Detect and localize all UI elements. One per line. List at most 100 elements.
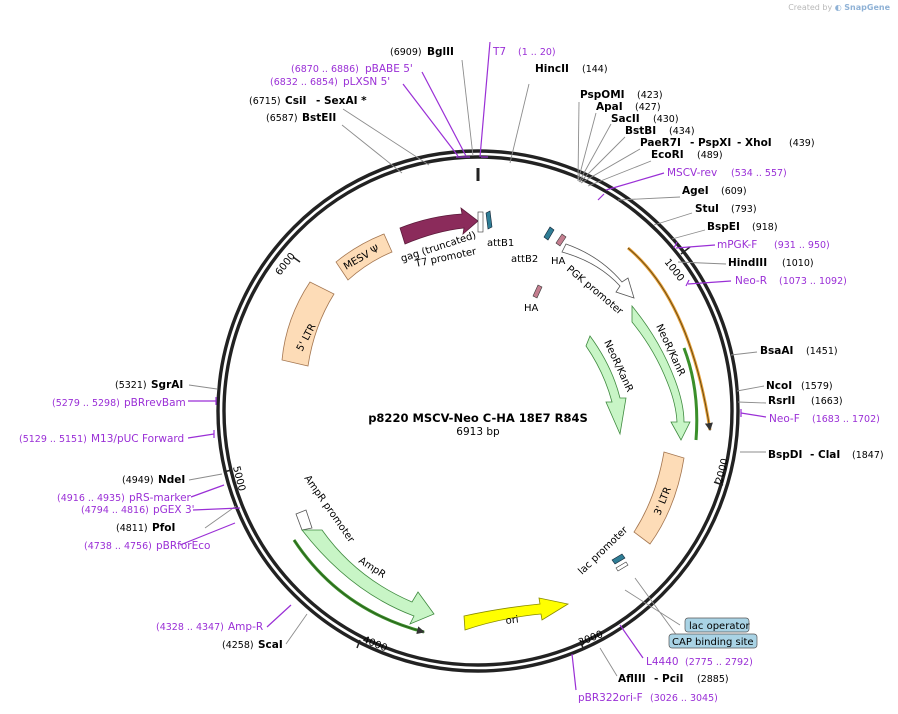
site-name-bglii: BglII	[427, 46, 454, 58]
primer-range-m13: (5129 .. 5151)	[19, 434, 87, 445]
lac-operator-mark	[615, 561, 629, 572]
site-name-bspei: BspEI	[707, 221, 740, 233]
feature-label-attb2: attB2	[511, 254, 538, 265]
ampr-arrow	[301, 529, 435, 625]
primer-range-pbrrevbam: (5279 .. 5298)	[52, 398, 120, 409]
site-pos-sgrai: (5321)	[115, 380, 147, 391]
primer-name-pbrforeco: pBRforEco	[156, 540, 210, 552]
neof-highlight	[682, 347, 699, 441]
attb1-mark	[485, 210, 493, 230]
feature-label-lac-operator: lac operator	[689, 621, 750, 632]
site-sep-afliii: -	[654, 673, 658, 685]
site-name-hindiii: HindIII	[728, 257, 767, 269]
site-name-stui: StuI	[695, 203, 719, 215]
site-sep-bspdi: -	[810, 449, 814, 461]
primer-name-m13: M13/pUC Forward	[91, 433, 184, 445]
site-name-xhoi: XhoI	[745, 137, 772, 149]
site-pos-hindiii: (1010)	[782, 258, 814, 269]
site-name-sacii: SacII	[611, 113, 640, 125]
snapgene-logo-icon: ◐	[834, 3, 842, 12]
primer-name-plxsn: pLXSN 5'	[343, 76, 390, 88]
attb2-mark	[543, 226, 555, 241]
primer-range-l4440: (2775 .. 2792)	[685, 657, 753, 668]
primer-range-mscv-rev: (534 .. 557)	[731, 168, 787, 179]
primer-name-amp-r: Amp-R	[228, 621, 263, 633]
neor-arrow-outer	[631, 304, 691, 441]
site-pos-bsaai: (1451)	[806, 346, 838, 357]
plasmid-size: 6913 bp	[456, 426, 500, 438]
primer-range-pgex: (4794 .. 4816)	[81, 505, 149, 516]
site-name-hincii: HincII	[535, 63, 569, 75]
site-pos-pfoi: (4811)	[116, 523, 148, 534]
ltr5-arrow	[281, 281, 335, 367]
site-name-bsteii: BstEII	[302, 112, 336, 124]
primer-name-pbr322ori: pBR322ori-F	[578, 692, 643, 704]
feature-label-attb1: attB1	[487, 238, 514, 249]
site-pos-ndei: (4949)	[122, 475, 154, 486]
site-name-paer7i: PaeR7I	[640, 137, 681, 149]
lac-operator-box	[684, 617, 750, 633]
site-pos-ecori: (489)	[697, 150, 723, 161]
site-name-sgrai: SgrAI	[151, 379, 183, 391]
primers: T7 (1 .. 20) (6870 .. 6886) pBABE 5' (68…	[19, 46, 880, 704]
site-pos-bsteii: (6587)	[266, 113, 298, 124]
site-pos-csii: (6715)	[249, 96, 281, 107]
site-pos-rsrii: (1663)	[811, 396, 843, 407]
site-name-bstbi: BstBI	[625, 125, 656, 137]
primer-name-t7: T7	[492, 46, 506, 58]
ori-arrow	[463, 597, 570, 631]
primer-name-pbrrevbam: pBRrevBam	[124, 397, 186, 409]
primer-range-neo-f: (1683 .. 1702)	[812, 414, 880, 425]
site-pos-bspei: (918)	[752, 222, 778, 233]
restriction-sites: (6909) BglII HincII (144) (6715) CsiI - …	[115, 46, 884, 685]
ha-mark-1	[555, 233, 567, 247]
pgk-promoter-arrow	[561, 243, 635, 299]
site-pos-scai: (4258)	[222, 640, 254, 651]
primer-name-prs-marker: pRS-marker	[129, 492, 192, 504]
cap-binding-box	[668, 633, 758, 649]
backbone	[216, 149, 740, 673]
primer-name-l4440: L4440	[646, 656, 679, 668]
site-name-bspdi: BspDI	[768, 449, 802, 461]
site-name-clai: ClaI	[818, 449, 840, 461]
mesv-arrow	[335, 233, 393, 281]
site-name-bsaai: BsaAI	[760, 345, 793, 357]
lac-promoter-mark	[611, 553, 626, 565]
site-name-ndei: NdeI	[158, 474, 185, 486]
site-name-csii: CsiI	[285, 95, 306, 107]
site-pos-sacii: (430)	[653, 114, 679, 125]
primer-name-mscv-rev: MSCV-rev	[667, 167, 717, 179]
primer-markers	[179, 41, 767, 691]
ltr3-arrow	[633, 451, 685, 545]
primer-name-neo-r: Neo-R	[735, 275, 767, 287]
primer-range-mpgk-f: (931 .. 950)	[774, 240, 830, 251]
site-pos-stui: (793)	[731, 204, 757, 215]
ampr-promoter-arrow	[295, 509, 313, 531]
site-name-pspomi: PspOMI	[580, 89, 625, 101]
site-pos-hincii: (144)	[582, 64, 608, 75]
site-name-agei: AgeI	[682, 185, 709, 197]
primer-range-pbrforeco: (4738 .. 4756)	[84, 541, 152, 552]
primer-range-plxsn: (6832 .. 6854)	[270, 77, 338, 88]
primer-name-neo-f: Neo-F	[769, 413, 800, 425]
site-name-pfoi: PfoI	[152, 522, 175, 534]
feature-label-ori: ori	[505, 614, 519, 627]
site-sep-pspxi: -	[737, 137, 741, 149]
snapgene-watermark: Created by ◐ SnapGene	[788, 3, 890, 12]
watermark-text: Created by	[788, 3, 833, 12]
primer-name-mpgk-f: mPGK-F	[717, 239, 757, 251]
site-name-pspxi: PspXI	[698, 137, 731, 149]
primer-range-pbabe: (6870 .. 6886)	[291, 64, 359, 75]
site-name-ncoi: NcoI	[766, 380, 792, 392]
feature-label-lac-promoter: lac promoter	[576, 524, 630, 577]
primer-range-pbr322ori: (3026 .. 3045)	[650, 693, 718, 704]
site-name-sexai: SexAI *	[324, 95, 367, 107]
feature-label-pgk: PGK promoter	[564, 264, 625, 318]
watermark-brand: SnapGene	[844, 3, 890, 12]
site-pos-bstbi: (434)	[669, 126, 695, 137]
plasmid-name: p8220 MSCV-Neo C-HA 18E7 R84S	[368, 411, 588, 425]
site-pos-clai: (1847)	[852, 450, 884, 461]
ha-mark-2	[532, 284, 543, 299]
site-sep-csii: -	[316, 95, 320, 107]
